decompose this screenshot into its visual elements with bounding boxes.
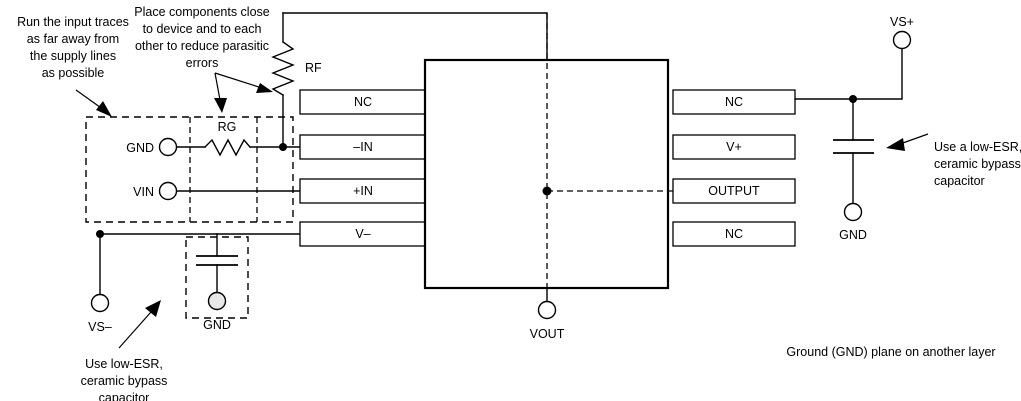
note-input-traces-line-3: the supply lines xyxy=(30,49,116,63)
pin-left-4-label: V– xyxy=(355,227,370,241)
ic-center-node-dot xyxy=(542,186,552,196)
note-bypass-right-line-2: ceramic bypass xyxy=(934,157,1021,171)
pin-right-1-label: NC xyxy=(725,95,743,109)
noninverting-input-network: VIN xyxy=(133,181,301,201)
ground-plane-caption: Ground (GND) plane on another layer xyxy=(786,345,995,359)
note-bypass-right-arrowhead-icon xyxy=(886,138,905,151)
note-input-traces: Run the input traces as far away from th… xyxy=(17,15,129,117)
note-input-traces-line-2: as far away from xyxy=(27,32,119,46)
note-bypass-right-leader xyxy=(899,133,929,145)
pin-left-1-label: NC xyxy=(354,95,372,109)
vs-minus-terminal[interactable] xyxy=(90,293,110,313)
note-bypass-right: Use a low-ESR, ceramic bypass capacitor xyxy=(886,133,1021,188)
vout-network: VOUT xyxy=(530,287,565,341)
note-bypass-bottom-line-2: ceramic bypass xyxy=(81,374,168,388)
gnd-input-label: GND xyxy=(126,141,154,155)
note-place-components-line-1: Place components close xyxy=(134,5,270,19)
inverting-node-dot xyxy=(279,143,287,151)
pin-left-1-box[interactable] xyxy=(299,89,427,115)
positive-supply-network: VS+ GND xyxy=(794,15,914,242)
pin-right-2-label: V+ xyxy=(726,140,742,154)
right-gnd-label: GND xyxy=(839,228,867,242)
vs-plus-label: VS+ xyxy=(890,15,914,29)
ic-left-pins: NC –IN +IN V– xyxy=(299,89,427,247)
vin-terminal[interactable] xyxy=(158,181,178,201)
bottom-gnd-terminal[interactable] xyxy=(207,291,227,311)
vs-minus-node-dot xyxy=(96,230,104,238)
right-gnd-terminal[interactable] xyxy=(843,202,863,222)
vout-label: VOUT xyxy=(530,327,565,341)
note-bypass-bottom-arrowhead-icon xyxy=(145,300,161,317)
pin-left-3-label: +IN xyxy=(353,184,373,198)
pin-left-3-box[interactable] xyxy=(299,178,427,204)
vout-terminal[interactable] xyxy=(537,300,557,320)
negative-supply-network: VS– xyxy=(88,230,301,334)
note-place-components-leader-rf xyxy=(214,72,263,89)
feedback-top-trace xyxy=(282,12,548,61)
note-place-components: Place components close to device and to … xyxy=(134,5,273,113)
inverting-input-network: GND RG xyxy=(126,120,301,157)
pin-right-4-label: NC xyxy=(725,227,743,241)
pin-left-2-label: –IN xyxy=(353,140,372,154)
note-bypass-right-line-1: Use a low-ESR, xyxy=(934,140,1021,154)
rg-resistor-symbol xyxy=(204,138,251,157)
ic-internal-crosshair xyxy=(542,13,795,288)
pin-right-4-box[interactable] xyxy=(672,221,796,247)
note-place-components-line-2: to device and to each xyxy=(143,22,262,36)
rg-label: RG xyxy=(218,120,237,134)
gnd-input-terminal[interactable] xyxy=(158,137,178,157)
note-place-components-line-3: other to reduce parasitic xyxy=(135,39,269,53)
ic-right-pins: NC V+ OUTPUT NC xyxy=(672,89,796,247)
note-place-components-arrowhead-rg-icon xyxy=(214,98,227,113)
pin-left-4-box[interactable] xyxy=(299,221,427,247)
vs-minus-label: VS– xyxy=(88,320,112,334)
note-bypass-bottom-line-1: Use low-ESR, xyxy=(85,357,163,371)
rf-resistor-symbol xyxy=(271,41,295,96)
pin-left-2-box[interactable] xyxy=(299,134,427,160)
note-place-components-leader-rg xyxy=(214,72,221,101)
vs-plus-rail-trace xyxy=(794,48,903,100)
pin-right-3-label: OUTPUT xyxy=(708,184,760,198)
note-input-traces-line-4: as possible xyxy=(42,66,105,80)
bottom-bypass-capacitor-group: GND xyxy=(185,233,249,332)
note-bypass-bottom: Use low-ESR, ceramic bypass capacitor xyxy=(81,300,168,401)
note-input-traces-arrowhead-icon xyxy=(96,101,112,117)
pin-right-2-box[interactable] xyxy=(672,134,796,160)
pin-right-3-box[interactable] xyxy=(672,178,796,204)
note-bypass-bottom-leader xyxy=(118,311,152,349)
note-input-traces-line-1: Run the input traces xyxy=(17,15,129,29)
input-trace-keepout-region xyxy=(85,116,294,223)
note-place-components-line-4: errors xyxy=(186,56,219,70)
bottom-gnd-label: GND xyxy=(203,318,231,332)
vin-label: VIN xyxy=(133,185,154,199)
pin-right-1-box[interactable] xyxy=(672,89,796,115)
vs-plus-terminal[interactable] xyxy=(892,30,912,50)
note-place-components-arrowhead-rf-icon xyxy=(256,83,273,93)
rf-label: RF xyxy=(305,61,322,75)
note-bypass-bottom-line-3: capacitor xyxy=(99,391,150,401)
note-bypass-right-line-3: capacitor xyxy=(934,174,985,188)
